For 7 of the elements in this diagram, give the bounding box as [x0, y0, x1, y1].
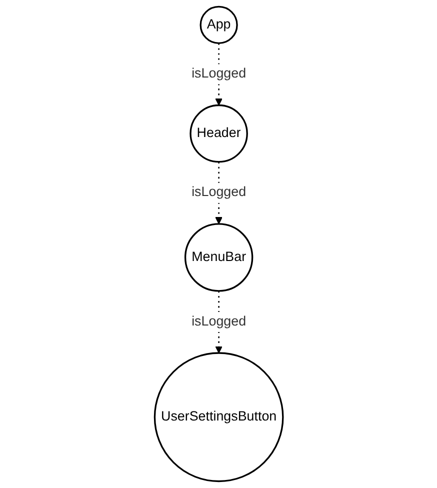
node-circle: Header: [189, 104, 248, 163]
node-circle: App: [199, 6, 238, 44]
edge-label: isLogged: [191, 314, 246, 329]
edge-label: isLogged: [191, 66, 246, 81]
node-circle: MenuBar: [184, 223, 253, 292]
node-circle: UserSettingsButton: [154, 352, 284, 482]
edge-label: isLogged: [191, 185, 246, 200]
